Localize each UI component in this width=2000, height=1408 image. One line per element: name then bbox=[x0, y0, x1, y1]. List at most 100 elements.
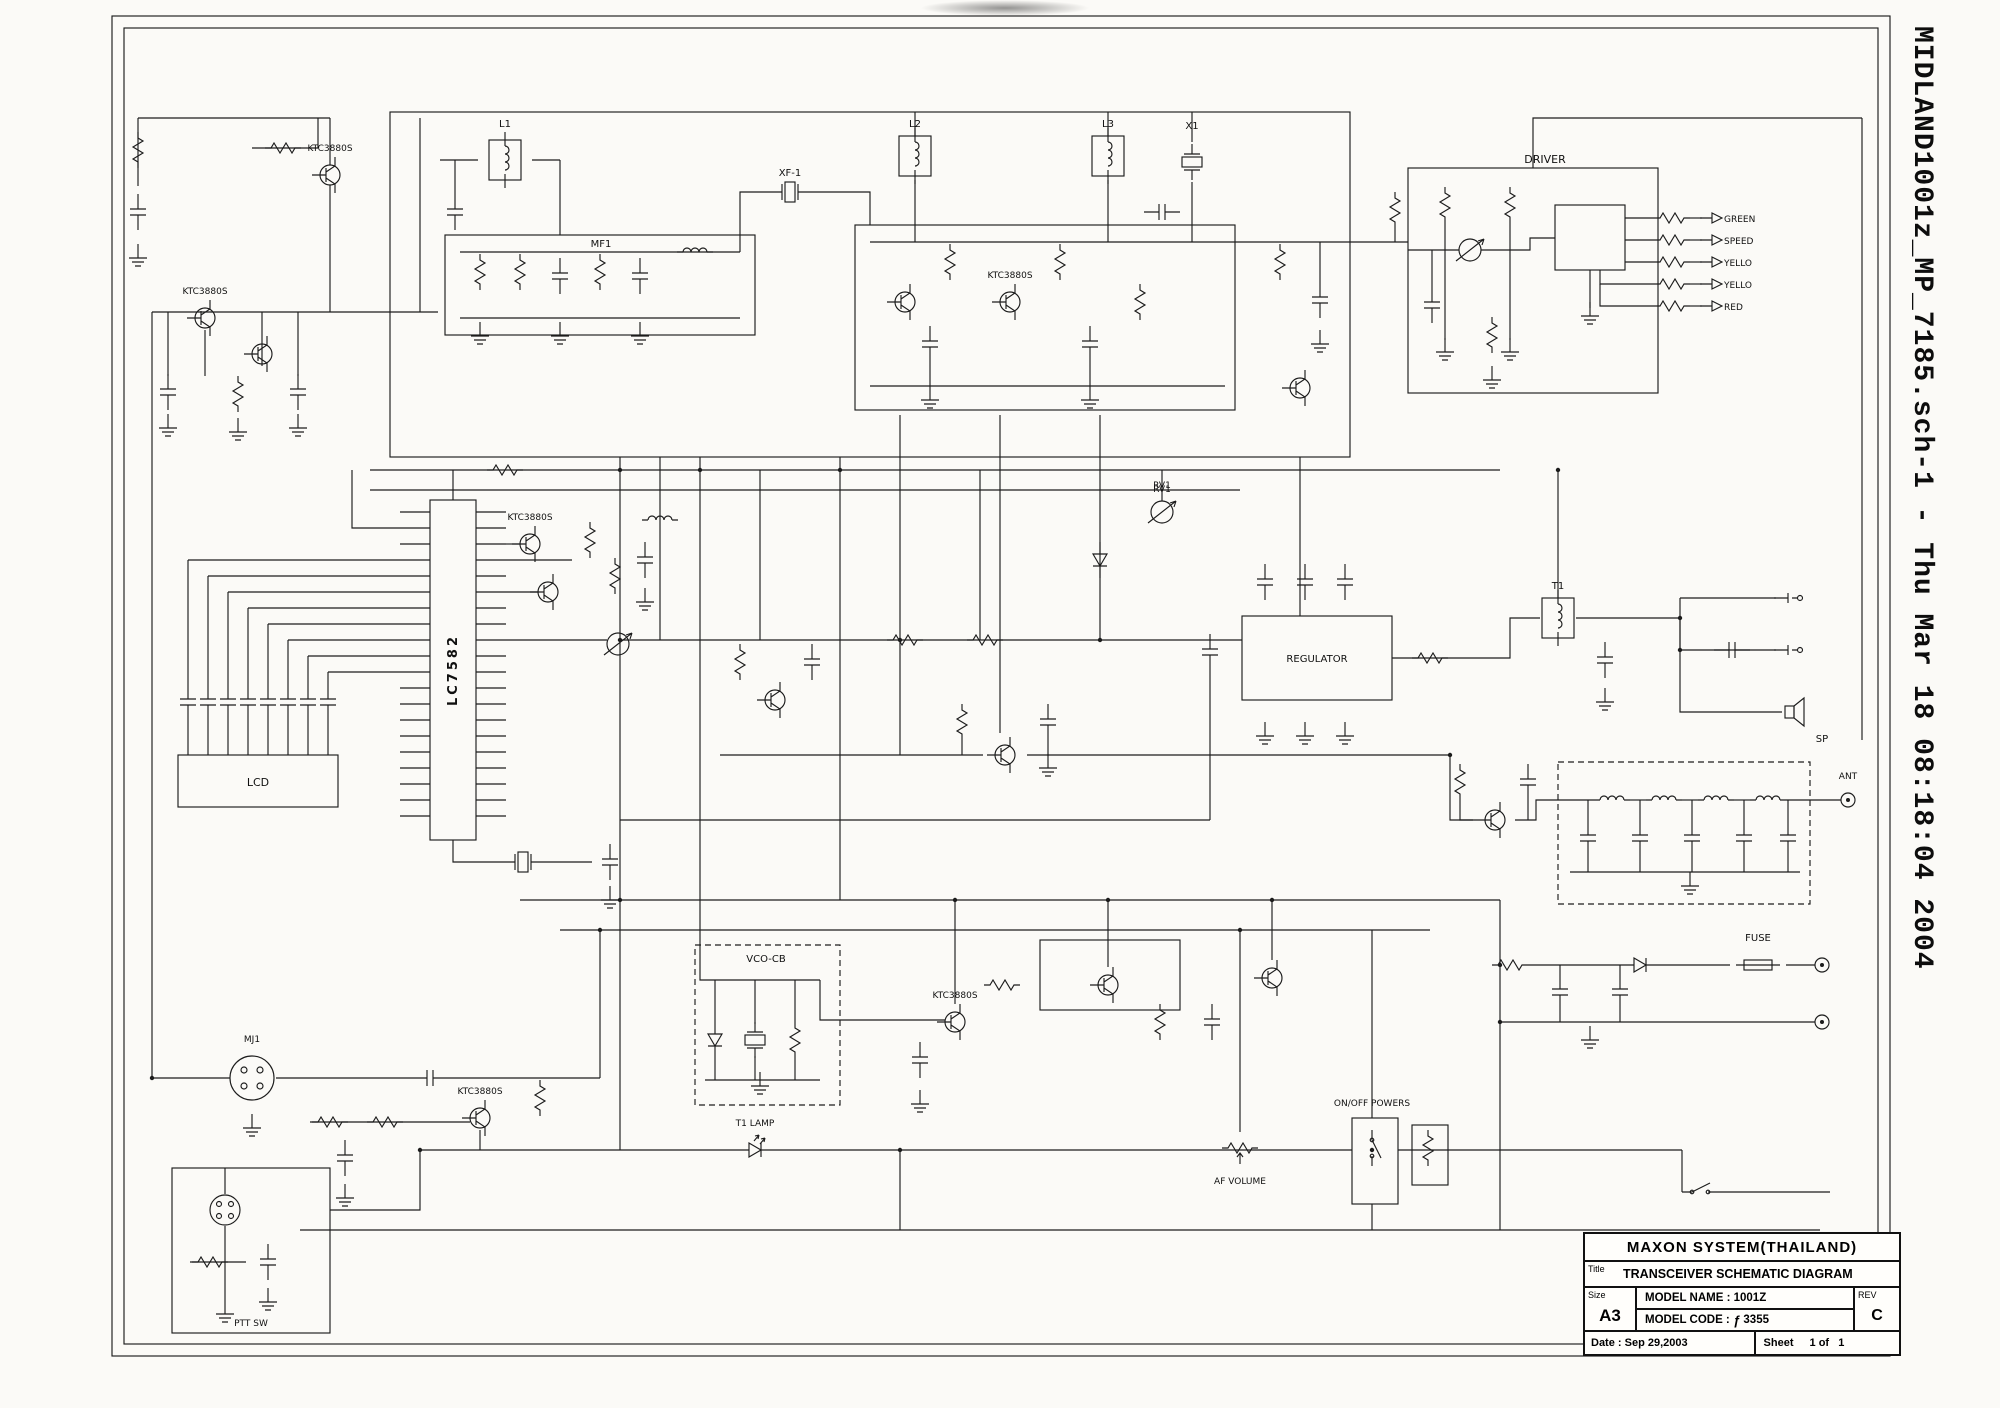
capacitor-symbol bbox=[1144, 204, 1180, 220]
svg-text:ANT: ANT bbox=[1839, 772, 1858, 782]
ground-symbol bbox=[631, 322, 649, 345]
ground-symbol bbox=[471, 322, 489, 345]
capacitor-symbol bbox=[220, 684, 236, 720]
svg-text:RV1: RV1 bbox=[1153, 481, 1171, 491]
resistor-symbol bbox=[967, 633, 1003, 647]
crystal-symbol bbox=[772, 181, 808, 203]
led-symbol bbox=[737, 1134, 773, 1159]
svg-text:LCD: LCD bbox=[247, 776, 269, 789]
ground-symbol bbox=[216, 1300, 234, 1323]
svg-text:MF1: MF1 bbox=[591, 239, 612, 250]
ground-symbol bbox=[129, 244, 147, 267]
capacitor-symbol bbox=[1520, 764, 1536, 800]
svg-text:GREEN: GREEN bbox=[1724, 215, 1755, 225]
capacitor-symbol bbox=[447, 194, 463, 230]
transistor-symbol bbox=[312, 157, 341, 193]
resistor-symbol bbox=[1412, 651, 1448, 665]
transistor-symbol bbox=[1090, 967, 1119, 1003]
svg-text:L1: L1 bbox=[499, 119, 511, 130]
ground-symbol bbox=[911, 1090, 929, 1113]
capacitor-symbol bbox=[320, 684, 336, 720]
connector-symbol bbox=[229, 1055, 275, 1101]
title-label: Title bbox=[1588, 1264, 1605, 1274]
size-label: Size bbox=[1588, 1290, 1606, 1300]
model-name-row: MODEL NAME : 1001Z bbox=[1637, 1288, 1853, 1308]
capacitor-symbol bbox=[1040, 704, 1056, 740]
resistor-symbol bbox=[131, 132, 145, 168]
transistor-symbol bbox=[757, 682, 786, 718]
audio-jack-symbol bbox=[1774, 645, 1804, 655]
coil-can-symbol bbox=[1541, 590, 1575, 646]
crystal-symbol bbox=[1181, 144, 1203, 180]
capacitor-symbol bbox=[912, 1042, 928, 1078]
rev-cell: REV C bbox=[1853, 1288, 1899, 1330]
size-value: A3 bbox=[1599, 1306, 1621, 1325]
svg-text:DRIVER: DRIVER bbox=[1524, 153, 1566, 166]
capacitor-symbol bbox=[1082, 326, 1098, 362]
title-block-middle: Size A3 MODEL NAME : 1001Z MODEL CODE : … bbox=[1585, 1288, 1899, 1332]
resistor-symbol bbox=[733, 644, 747, 680]
resistor-symbol bbox=[1492, 958, 1528, 972]
ground-symbol bbox=[243, 1114, 261, 1137]
capacitor-symbol bbox=[1204, 1004, 1220, 1040]
capacitor-symbol bbox=[337, 1140, 353, 1176]
block-outlines bbox=[111, 15, 1891, 1357]
crystal-symbol bbox=[744, 1022, 766, 1058]
svg-text:T1: T1 bbox=[1551, 581, 1564, 592]
resistor-symbol bbox=[1503, 187, 1517, 223]
resistor-symbol bbox=[887, 633, 923, 647]
sheet-value: 1 of 1 bbox=[1809, 1337, 1845, 1349]
svg-text:FUSE: FUSE bbox=[1745, 933, 1771, 944]
capacitor-symbol bbox=[1552, 974, 1568, 1010]
svg-text:KTC3880S: KTC3880S bbox=[507, 513, 552, 523]
svg-text:VCO-CB: VCO-CB bbox=[746, 954, 786, 965]
resistor-symbol bbox=[1421, 1130, 1435, 1166]
svg-text:KTC3880S: KTC3880S bbox=[307, 144, 352, 154]
svg-text:RV1: RV1 bbox=[1153, 485, 1171, 495]
capacitor-symbol bbox=[1424, 287, 1440, 323]
capacitor-symbol bbox=[1597, 642, 1613, 678]
potentiometer-symbol bbox=[1222, 1141, 1258, 1164]
ground-symbol bbox=[1039, 754, 1057, 777]
audio-jack-symbol bbox=[1774, 593, 1804, 603]
resistor-symbol bbox=[593, 254, 607, 290]
transistor-symbol bbox=[244, 336, 273, 372]
ground-symbol bbox=[1483, 366, 1501, 389]
svg-text:XF-1: XF-1 bbox=[779, 168, 802, 179]
svg-text:KTC3880S: KTC3880S bbox=[987, 271, 1032, 281]
svg-text:YELLO: YELLO bbox=[1723, 281, 1752, 291]
capacitor-symbol bbox=[280, 684, 296, 720]
resistor-symbol bbox=[1273, 244, 1287, 280]
wire-tag-symbol bbox=[1700, 256, 1724, 268]
model-name-label: MODEL NAME : bbox=[1645, 1292, 1731, 1304]
capacitor-symbol bbox=[260, 684, 276, 720]
rev-label: REV bbox=[1858, 1290, 1877, 1300]
coil-can-symbol bbox=[488, 132, 522, 188]
capacitor-symbol bbox=[922, 326, 938, 362]
resistor-symbol bbox=[312, 1115, 348, 1129]
capacitor-symbol bbox=[804, 644, 820, 680]
ic-symbol: LC7582 bbox=[400, 499, 506, 841]
resistor-symbol bbox=[1654, 255, 1690, 269]
model-cells: MODEL NAME : 1001Z MODEL CODE : ƒ 3355 bbox=[1637, 1288, 1853, 1330]
capacitor-symbol bbox=[290, 374, 306, 410]
inductor-symbol bbox=[1646, 795, 1682, 801]
transistor-symbol bbox=[512, 526, 541, 562]
title-block: MAXON SYSTEM(THAILAND) Title TRANSCEIVER… bbox=[1583, 1232, 1901, 1356]
capacitor-symbol bbox=[200, 684, 216, 720]
wire-tag-symbol bbox=[1700, 234, 1724, 246]
capacitor-symbol bbox=[1736, 820, 1752, 856]
transistor-symbol bbox=[1282, 370, 1311, 406]
resistor-symbol bbox=[1453, 764, 1467, 800]
filename-sidetext: MIDLAND1001z_MP_7185.sch-1 - Thu Mar 18 … bbox=[1906, 26, 1937, 970]
capacitor-symbol bbox=[160, 374, 176, 410]
model-code-row: MODEL CODE : ƒ 3355 bbox=[1637, 1308, 1853, 1330]
transistor-symbol bbox=[887, 284, 916, 320]
ground-symbol bbox=[636, 588, 654, 611]
svg-text:KTC3880S: KTC3880S bbox=[182, 287, 227, 297]
sheet-cell: Sheet 1 of 1 bbox=[1756, 1332, 1899, 1354]
resistor-symbol bbox=[955, 704, 969, 740]
coil-can-symbol bbox=[1091, 128, 1125, 184]
resistor-symbol bbox=[608, 558, 622, 594]
